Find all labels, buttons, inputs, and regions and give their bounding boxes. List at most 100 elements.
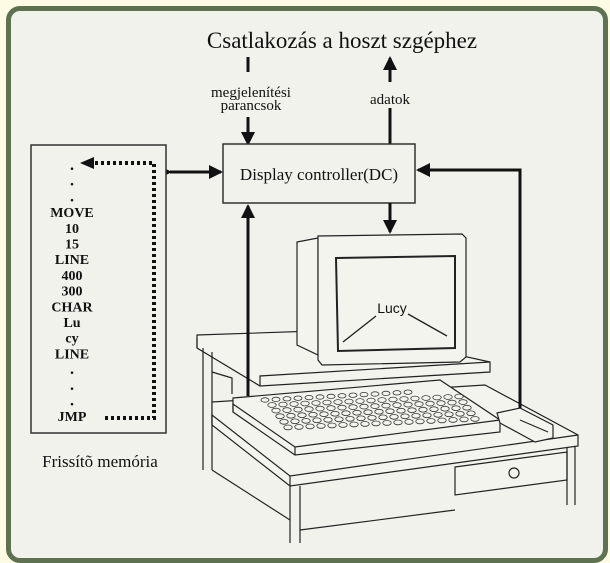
keyboard-key [437, 417, 447, 424]
keyboard-key [297, 412, 307, 419]
keyboard-key [425, 400, 435, 407]
keyboard-key [396, 407, 406, 414]
keyboard-key [271, 407, 281, 414]
keyboard-key [344, 398, 354, 405]
function-key [337, 393, 347, 399]
function-key [271, 396, 281, 402]
keyboard-key [282, 407, 292, 413]
memory-item: 10 [65, 222, 79, 237]
keyboard-key [418, 406, 428, 413]
keyboard-key [370, 403, 380, 409]
keyboard-key [378, 414, 388, 421]
jmp-loop-dotted-line [90, 161, 156, 420]
keyboard-key [399, 396, 409, 402]
keyboard-key [293, 406, 303, 413]
memory-item: 400 [62, 269, 83, 284]
function-key [304, 394, 314, 401]
screen-text: Lucy [377, 300, 407, 316]
keyboard-key [301, 417, 311, 424]
keyboard-key [326, 405, 336, 411]
keyboard-key [289, 401, 299, 407]
keyboard-key [367, 414, 377, 421]
keyboard-key [444, 411, 454, 418]
keyboard-key [294, 424, 304, 430]
keyboard-key [381, 402, 391, 409]
function-key [315, 394, 325, 400]
keyboard-key [385, 408, 395, 415]
keyboard-key [305, 423, 315, 430]
keyboard-key [322, 399, 332, 406]
keyboard-key [366, 397, 376, 404]
memory-item: LINE [55, 347, 89, 362]
keyboard-key [411, 412, 421, 419]
memory-item: . [70, 188, 74, 205]
keyboard-key [330, 410, 340, 417]
commands-label-line1: megjelenítési [211, 85, 291, 101]
keyboard-key [275, 413, 285, 420]
keyboard-key [426, 418, 436, 424]
function-key [359, 391, 369, 398]
keyboard-key [308, 411, 318, 418]
keyboard-key [360, 421, 370, 427]
keyboard-key [323, 416, 333, 423]
keyboard-key [407, 407, 417, 414]
memory-item: 300 [62, 285, 83, 300]
keyboard-key [436, 400, 446, 406]
keyboard-key [422, 412, 432, 419]
memory-item: . [70, 173, 74, 190]
keyboard-key [429, 406, 439, 413]
function-key [282, 396, 292, 402]
keyboard-key [389, 413, 399, 420]
keyboard-key [400, 413, 410, 420]
keyboard-key [363, 409, 373, 416]
keyboard-key [371, 420, 381, 427]
jmp-loop-arrowhead [80, 157, 94, 169]
host-connection-title: Csatlakozás a hoszt szgéphez [207, 28, 477, 53]
keyboard-key [403, 401, 413, 408]
keyboard-key [410, 395, 420, 402]
keyboard-key [404, 419, 414, 425]
function-key [403, 389, 413, 395]
keyboard-key [432, 394, 442, 401]
keyboard-key [355, 398, 365, 404]
keyboard-key [462, 404, 472, 411]
memory-item: . [70, 377, 74, 394]
keyboard-key [377, 397, 387, 403]
keyboard-key [415, 418, 425, 425]
keyboard-key [283, 424, 293, 431]
keyboard-key [448, 417, 458, 423]
function-key [293, 395, 303, 401]
memory-item: CHAR [51, 300, 93, 315]
function-key [348, 392, 358, 398]
keyboard-key [388, 396, 398, 403]
keyboard-key [290, 418, 300, 425]
keyboard-key [470, 416, 480, 422]
commands-label-line2: parancsok [221, 98, 282, 114]
keyboard-key [278, 401, 288, 408]
keyboard-key [447, 399, 457, 406]
memory-item: Lu [63, 316, 80, 331]
keyboard-key [349, 421, 359, 428]
keyboard-key [454, 393, 464, 400]
memory-item: . [70, 393, 74, 410]
keyboard-key [443, 394, 453, 400]
mouse-to-dc-arrow [416, 163, 522, 408]
keyboard-key [327, 422, 337, 429]
keyboard-key [312, 417, 322, 424]
keyboard-key [338, 422, 348, 428]
keyboard-key [315, 405, 325, 412]
keyboard-key [311, 400, 321, 406]
keyboard-key [393, 419, 403, 426]
memory-item: . [70, 361, 74, 378]
refresh-memory-caption: Frissítõ memória [42, 452, 158, 471]
keyboard-key [300, 400, 310, 407]
keyboard-key [286, 412, 296, 419]
keyboard-key [451, 405, 461, 412]
function-key [326, 393, 336, 399]
keyboard-key [414, 401, 424, 407]
keyboard-key [341, 410, 351, 417]
keyboard-key [421, 395, 431, 401]
function-key [260, 397, 270, 403]
